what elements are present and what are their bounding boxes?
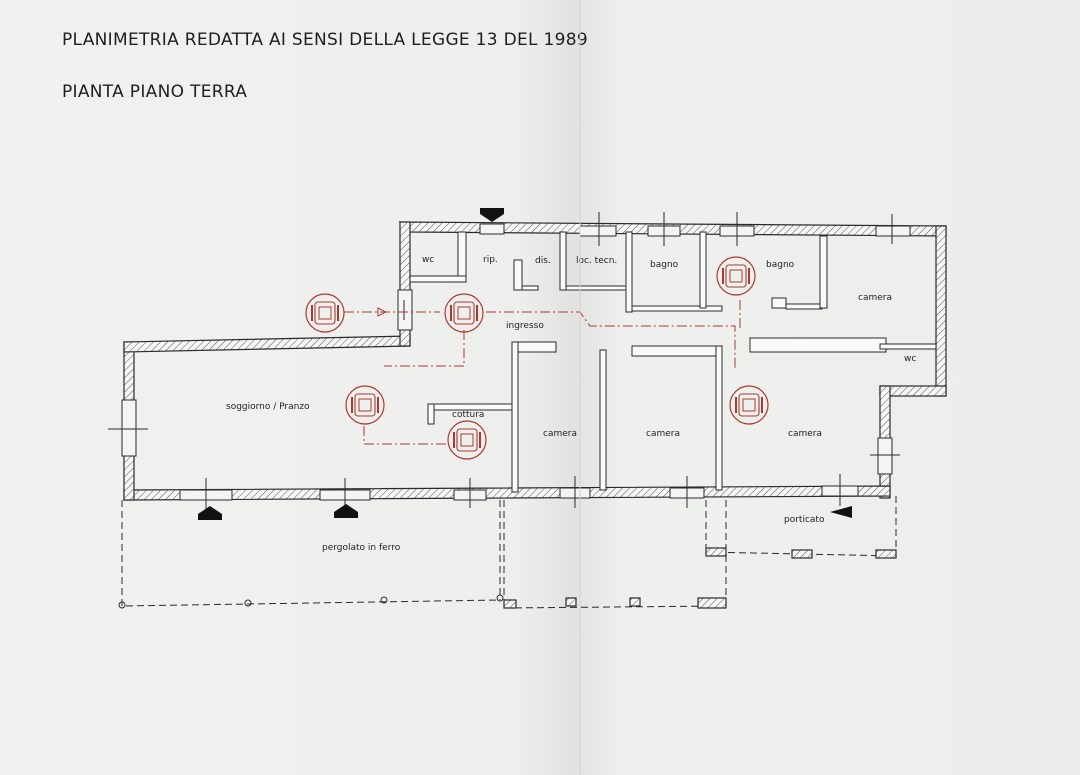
interior-walls [409, 231, 937, 493]
room-label-camera: camera [788, 429, 822, 439]
room-label-dis: dis. [535, 256, 551, 266]
room-label-cottura: cottura [452, 410, 484, 420]
room-label-camera: camera [646, 429, 680, 439]
room-label-rip: rip. [483, 255, 498, 265]
room-labels: wc rip. dis. loc. tecn. bagno bagno came… [226, 255, 916, 553]
room-label-soggiorno: soggiorno / Pranzo [226, 402, 310, 412]
pergola-outline [118, 496, 897, 609]
room-label-camera: camera [858, 293, 892, 303]
room-label-wc: wc [422, 255, 434, 265]
room-label-wc: wc [904, 354, 916, 364]
entrance-arrow-icon [198, 208, 852, 520]
room-label-ingresso: ingresso [506, 321, 544, 331]
accessibility-route [344, 300, 741, 445]
page-title: PLANIMETRIA REDATTA AI SENSI DELLA LEGGE… [62, 30, 588, 50]
room-label-pergolato: pergolato in ferro [322, 543, 401, 553]
windows [108, 212, 911, 512]
room-label-loc-tecn: loc. tecn. [576, 256, 617, 266]
room-label-camera: camera [543, 429, 577, 439]
room-label-bagno: bagno [650, 260, 679, 270]
page-subtitle: PIANTA PIANO TERRA [62, 82, 248, 102]
room-label-porticato: porticato [784, 515, 825, 525]
room-label-bagno: bagno [766, 260, 795, 270]
